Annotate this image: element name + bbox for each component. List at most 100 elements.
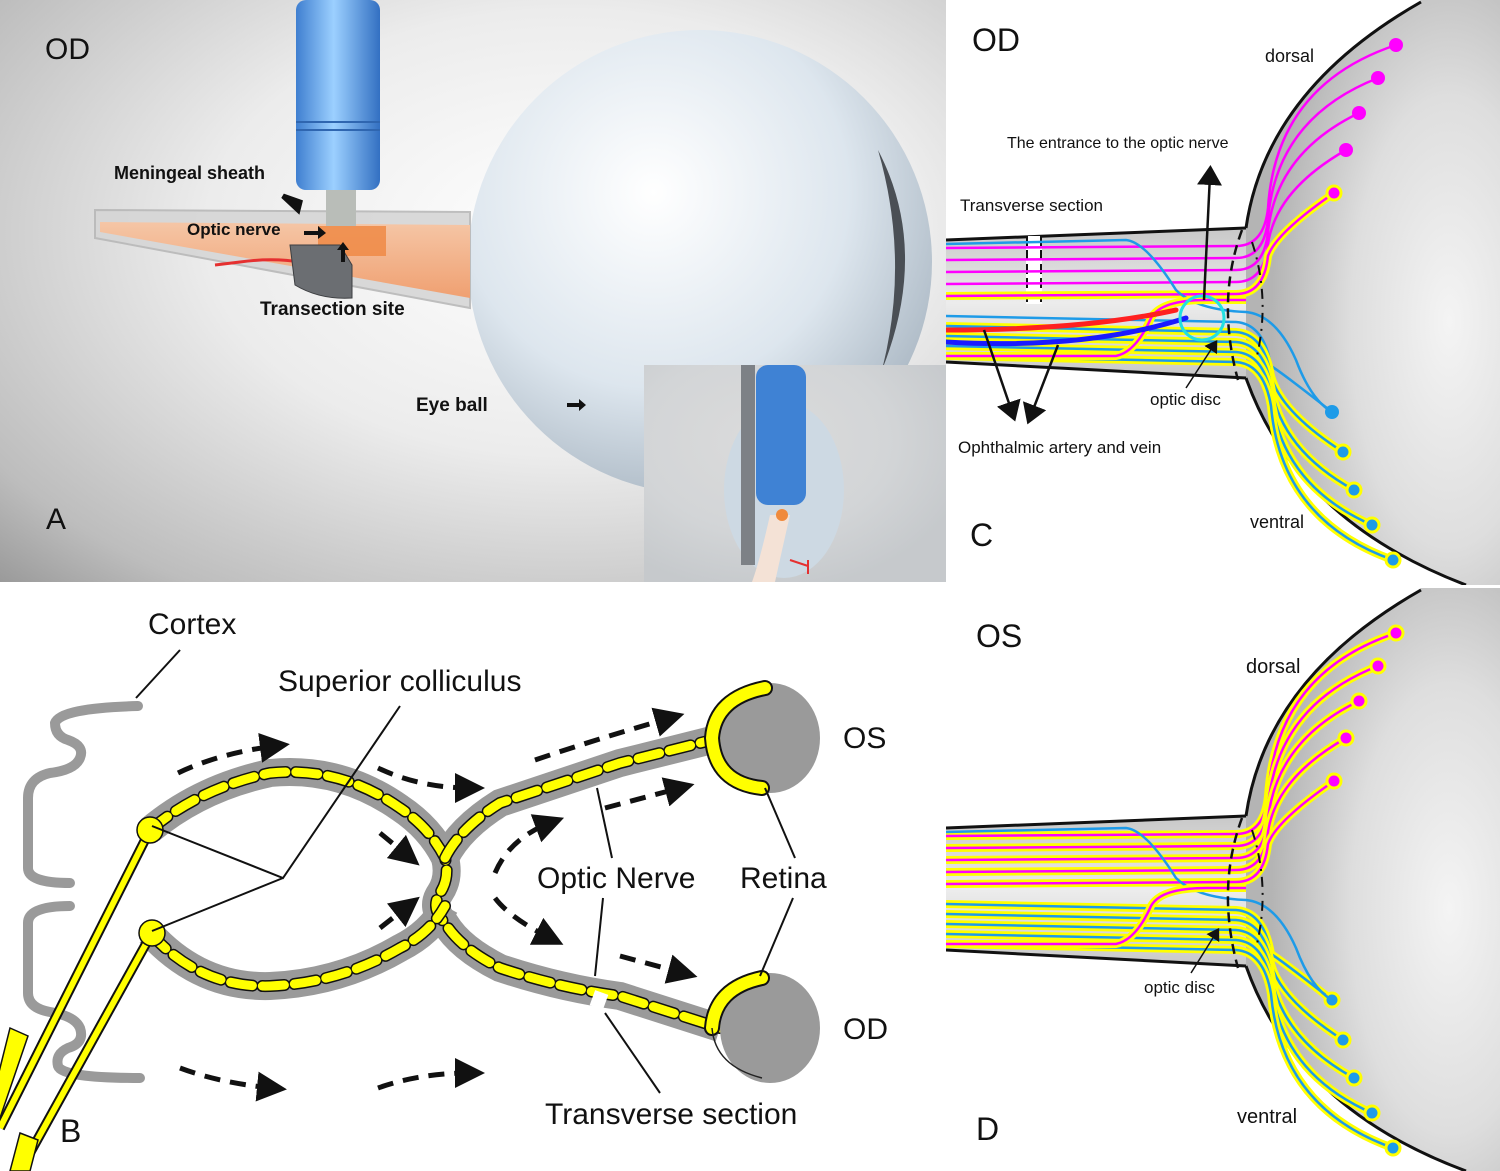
dorsal-fiber xyxy=(946,148,1347,286)
optic-disc-boundary xyxy=(1226,229,1244,381)
dorsal-fiber xyxy=(946,699,1360,862)
panel-c-illustration xyxy=(946,0,1500,585)
inset-image xyxy=(644,365,946,582)
optic-disc-boundary xyxy=(1226,817,1244,969)
label-optic-disc: optic disc xyxy=(1144,978,1215,997)
dorsal-ganglion-cell xyxy=(1387,624,1405,642)
ventral-ganglion-cell xyxy=(1345,481,1363,499)
vein xyxy=(946,315,1189,347)
dorsal-fiber xyxy=(946,631,1397,838)
panel-a-letter: A xyxy=(46,503,67,536)
dorsal-ganglion-cell xyxy=(1389,38,1403,52)
panel-a-3d-render: OD Meningeal sheath Optic nerve Transect… xyxy=(0,0,946,582)
dorsal-ganglion-cell xyxy=(1350,692,1368,710)
arrow-optic-nerve xyxy=(304,226,326,239)
panel-a-eye-label: OD xyxy=(45,33,90,66)
eye-od xyxy=(720,973,820,1083)
label-transverse-section: Transverse section xyxy=(545,1098,798,1131)
dorsal-fiber xyxy=(946,76,1379,262)
cortex-outline xyxy=(23,701,145,1083)
flow-arrow-4 xyxy=(604,777,695,811)
leader-cortex xyxy=(135,649,181,699)
flow-arrow-2 xyxy=(376,765,485,803)
ventral-ganglion-cell xyxy=(1345,1069,1363,1087)
flow-arrow-1 xyxy=(176,733,290,776)
panel-d-eye-label: OS xyxy=(976,618,1023,654)
arrow-vein xyxy=(1022,344,1060,425)
label-ventral: ventral xyxy=(1250,512,1305,532)
dorsal-ganglion-cell xyxy=(1352,106,1366,120)
ventral-ganglion-cell xyxy=(1363,1104,1381,1122)
label-transection-site: Transection site xyxy=(260,299,405,320)
flow-arrow-11 xyxy=(619,953,698,984)
flow-arrow-3 xyxy=(534,707,685,763)
flow-arrow-8 xyxy=(493,896,564,945)
label-optic-nerve: Optic Nerve xyxy=(537,862,696,895)
dorsal-fiber xyxy=(946,664,1379,850)
flow-arrow-10 xyxy=(377,1058,485,1091)
syringe-body xyxy=(296,0,380,190)
leader-transverse-section xyxy=(604,1012,661,1094)
dorsal-ganglion-cell xyxy=(1371,71,1385,85)
dorsal-ganglion-cell xyxy=(1369,657,1387,675)
panel-c-eye-label: OD xyxy=(972,22,1020,58)
panel-d-fiber-diagram: OS dorsal optic disc ventral D xyxy=(946,588,1500,1171)
ventral-ganglion-cell xyxy=(1384,1139,1402,1157)
cornea xyxy=(878,150,906,370)
ventral-fiber xyxy=(946,354,1394,562)
transection-clamp xyxy=(289,244,353,299)
label-dorsal: dorsal xyxy=(1265,46,1315,66)
panel-b-schematic: Cortex Superior colliculus Optic Nerve R… xyxy=(0,588,946,1171)
arrow-meningeal xyxy=(281,193,303,215)
label-transverse-section: Transverse section xyxy=(960,196,1103,215)
dorsal-fiber xyxy=(946,43,1397,250)
panel-c-letter: C xyxy=(970,517,994,553)
label-meningeal-sheath: Meningeal sheath xyxy=(114,163,266,183)
dorsal-ganglion-cell xyxy=(1337,729,1355,747)
flow-arrow-7 xyxy=(492,814,565,875)
eye-os xyxy=(720,683,820,793)
entrance-circle xyxy=(1178,294,1226,342)
flow-arrow-6 xyxy=(378,896,420,930)
ventral-ganglion-cell xyxy=(1363,516,1381,534)
label-ophthalmic-artery-vein: Ophthalmic artery and vein xyxy=(958,438,1162,457)
label-superior-colliculus: Superior colliculus xyxy=(278,665,522,698)
transverse-cut xyxy=(1026,236,1042,304)
label-ventral: ventral xyxy=(1237,1106,1298,1128)
artery xyxy=(946,307,1179,333)
leader-optic-nerve-lower xyxy=(594,897,604,977)
dorsal-fiber xyxy=(946,111,1360,274)
label-os: OS xyxy=(843,722,887,755)
ventral-fiber xyxy=(946,942,1394,1150)
arrow-optic-disc xyxy=(1190,927,1220,974)
crossing-dorsal-fiber xyxy=(946,886,1246,946)
leader-optic-nerve-upper xyxy=(596,787,613,859)
label-eye-ball: Eye ball xyxy=(416,395,488,416)
label-cortex: Cortex xyxy=(148,608,237,641)
arrow-artery xyxy=(982,329,1021,422)
label-optic-disc: optic disc xyxy=(1150,390,1221,409)
panel-b-illustration xyxy=(0,649,820,1171)
flow-arrow-5 xyxy=(378,831,420,866)
panel-c-fiber-diagram: OD dorsal The entrance to the optic nerv… xyxy=(946,0,1500,585)
arrow-entrance xyxy=(1197,165,1223,301)
crossing-ventral-fiber xyxy=(946,826,1333,1002)
ventral-ganglion-cell xyxy=(1384,551,1402,569)
leader-retina-upper xyxy=(764,787,796,859)
transverse-section-gap xyxy=(589,990,609,1010)
dorsal-ganglion-cell xyxy=(1339,143,1353,157)
dorsal-fiber xyxy=(946,736,1347,874)
panel-d-letter: D xyxy=(976,1111,1000,1147)
injection-pipette-lower xyxy=(9,919,166,1171)
label-od: OD xyxy=(843,1013,888,1046)
flow-arrow-9 xyxy=(179,1065,287,1102)
dorsal-fiber xyxy=(946,779,1335,886)
label-retina: Retina xyxy=(740,862,827,895)
eyeball-wall xyxy=(1246,0,1500,585)
ventral-ganglion-cell xyxy=(1334,443,1352,461)
arrow-transection xyxy=(337,242,349,262)
arrow-eyeball xyxy=(567,399,586,411)
dorsal-ganglion-cell xyxy=(1325,772,1343,790)
panel-d-illustration xyxy=(946,588,1500,1171)
arrow-optic-disc xyxy=(1185,339,1218,389)
